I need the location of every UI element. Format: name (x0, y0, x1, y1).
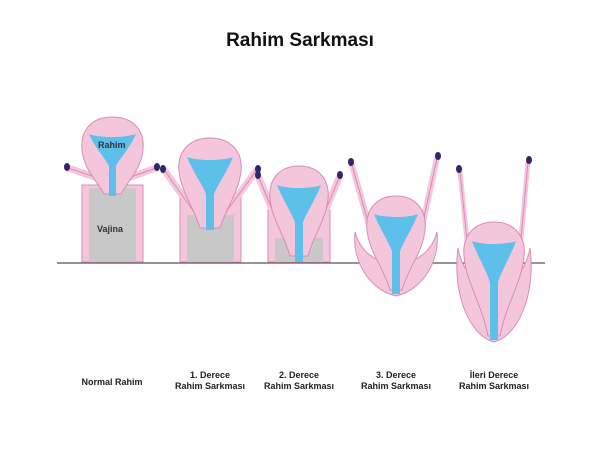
stage-label-line1: İleri Derece (469, 370, 519, 380)
stage-normal-illustration: Rahim Vajina (64, 116, 160, 263)
tube-tip-icon (64, 163, 70, 171)
vagina-canal (89, 188, 136, 262)
stage-2-illustration (255, 165, 343, 263)
tube-tip-icon (154, 163, 160, 171)
tube-tip-icon (348, 158, 354, 166)
tube-tip-icon (456, 165, 462, 173)
diagram-title: Rahim Sarkması (226, 30, 374, 51)
stage-label-line1: Normal Rahim (81, 377, 143, 387)
tube-tip-icon (526, 156, 532, 164)
stage-label-normal: Normal Rahim (57, 377, 167, 388)
stage-label-line1: 2. Derece (278, 370, 320, 380)
stage-label-line2: Rahim Sarkması (360, 381, 432, 391)
stage-label-line2: Rahim Sarkması (174, 381, 246, 391)
uterine-cavity (374, 214, 418, 294)
stage-label-line2: Rahim Sarkması (263, 381, 335, 391)
stage-label-line2: Rahim Sarkması (458, 381, 530, 391)
stage-label-1: 1. Derece Rahim Sarkması (155, 370, 265, 392)
stage-label-3: 3. Derece Rahim Sarkması (341, 370, 451, 392)
uterine-cavity (89, 134, 136, 196)
stage-3-illustration (348, 152, 441, 297)
uterine-cavity (472, 241, 516, 340)
stage-label-line1: 3. Derece (375, 370, 417, 380)
stage-label-2: 2. Derece Rahim Sarkması (244, 370, 354, 392)
stage-advanced-illustration (456, 156, 532, 343)
uterine-cavity (277, 185, 321, 262)
vagina-label: Vajina (97, 224, 124, 234)
tube-tip-icon (435, 152, 441, 160)
stage-label-line1: 1. Derece (189, 370, 231, 380)
stage-1-illustration (160, 137, 261, 263)
uterine-cavity (187, 157, 233, 230)
tube-tip-icon (160, 165, 166, 173)
tube-tip-icon (337, 171, 343, 179)
tube-tip-icon (255, 165, 261, 173)
tube-tip-icon (255, 171, 261, 179)
stage-label-advanced: İleri Derece Rahim Sarkması (439, 370, 549, 392)
uterus-label: Rahim (98, 140, 126, 150)
